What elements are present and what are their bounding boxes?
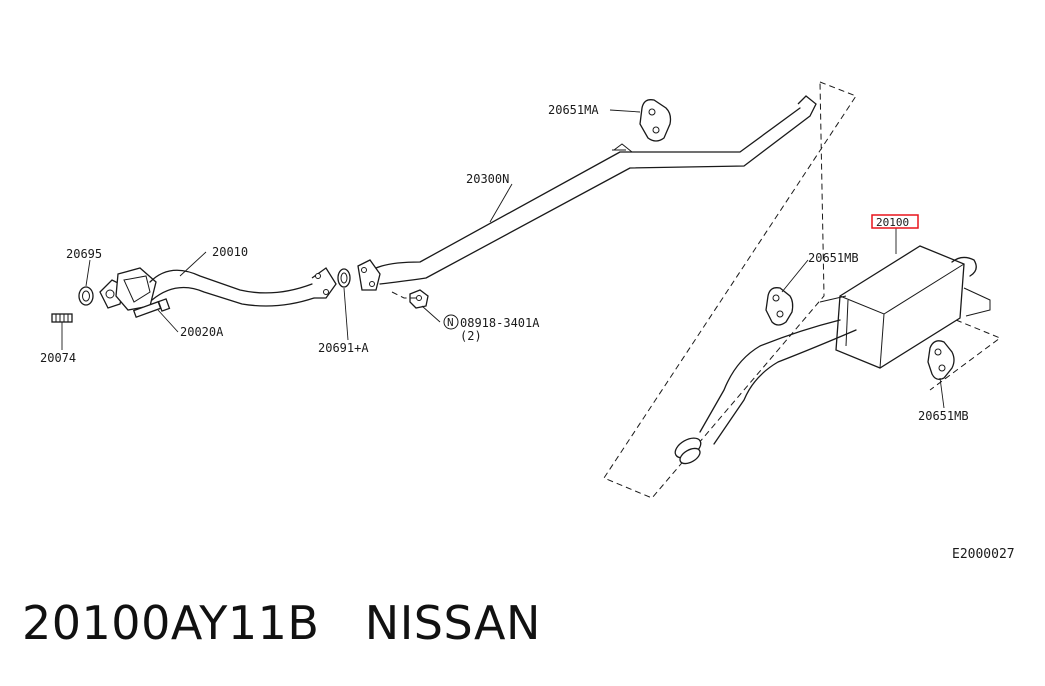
label-20651ma: 20651MA: [548, 103, 599, 117]
label-20651mb-upper: 20651MB: [808, 251, 859, 265]
muffler-20100: [674, 245, 991, 465]
label-08918-qty: (2): [460, 329, 482, 343]
label-20695: 20695: [66, 247, 102, 261]
label-20691a: 20691+A: [318, 341, 369, 355]
bolt-20020a: [132, 298, 171, 319]
nut-label-group: N 08918-3401A (2): [443, 314, 540, 343]
label-20300n: 20300N: [466, 172, 509, 186]
catalytic-converter-20010: [99, 267, 337, 311]
center-pipe-20300n: [357, 95, 817, 291]
gasket-20691a: [337, 268, 351, 288]
highlighted-label-20100: 20100: [871, 214, 919, 229]
label-20074: 20074: [40, 351, 76, 365]
part-caption: 20100AY11B NISSAN: [22, 596, 541, 650]
hanger-20651mb-lower: [927, 340, 955, 380]
label-20020a: 20020A: [180, 325, 224, 339]
stud-20074: [51, 313, 73, 323]
figure-code: E2000027: [952, 547, 1015, 562]
nut-n-symbol: N: [447, 316, 454, 329]
label-08918-3401a: 08918-3401A: [460, 316, 540, 330]
hanger-20651mb-upper: [765, 287, 794, 326]
gasket-20695: [78, 286, 94, 306]
muffler-assembly-region: [603, 81, 857, 499]
nut-08918: [391, 289, 429, 309]
leader-lines: [61, 109, 945, 409]
hanger-20651ma: [639, 99, 672, 142]
label-20651mb-lower: 20651MB: [918, 409, 969, 423]
label-20100: 20100: [876, 216, 909, 229]
label-20010: 20010: [212, 245, 248, 259]
